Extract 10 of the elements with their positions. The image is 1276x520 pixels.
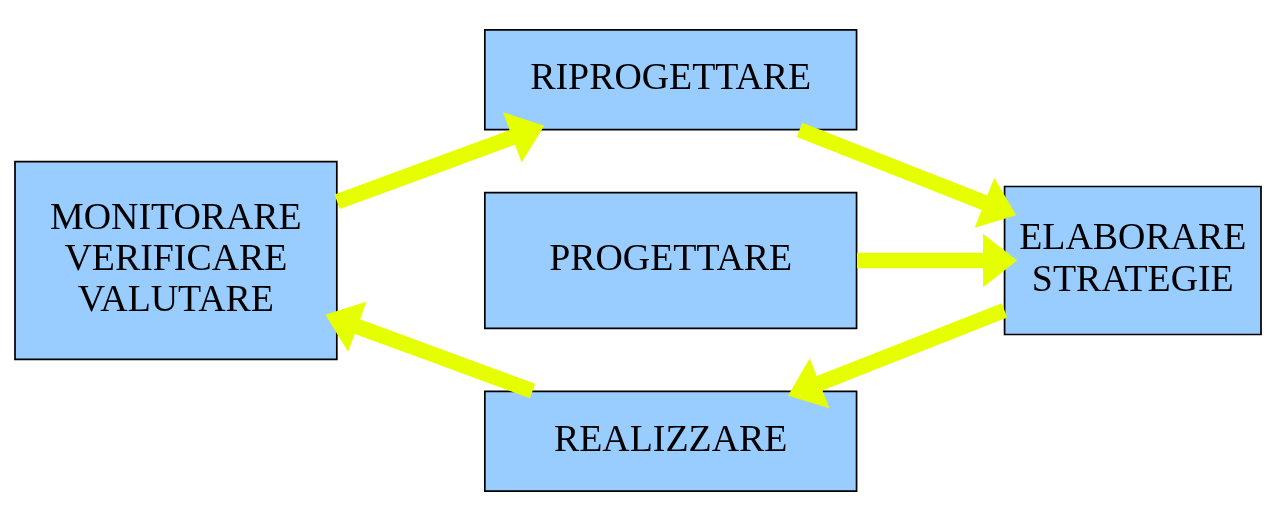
node-box: PROGETTARE (483, 191, 858, 329)
arrow (334, 111, 545, 209)
node-box: MONITORARE VERIFICARE VALUTARE (14, 160, 338, 360)
node-box: RIPROGETTARE (483, 28, 858, 131)
arrow (787, 302, 1008, 408)
node-box: ELABORARE STRATEGIE (1003, 185, 1262, 335)
arrow (857, 233, 1018, 287)
arrow (796, 122, 1017, 228)
node-box: REALIZZARE (483, 389, 858, 492)
arrow (325, 300, 536, 398)
